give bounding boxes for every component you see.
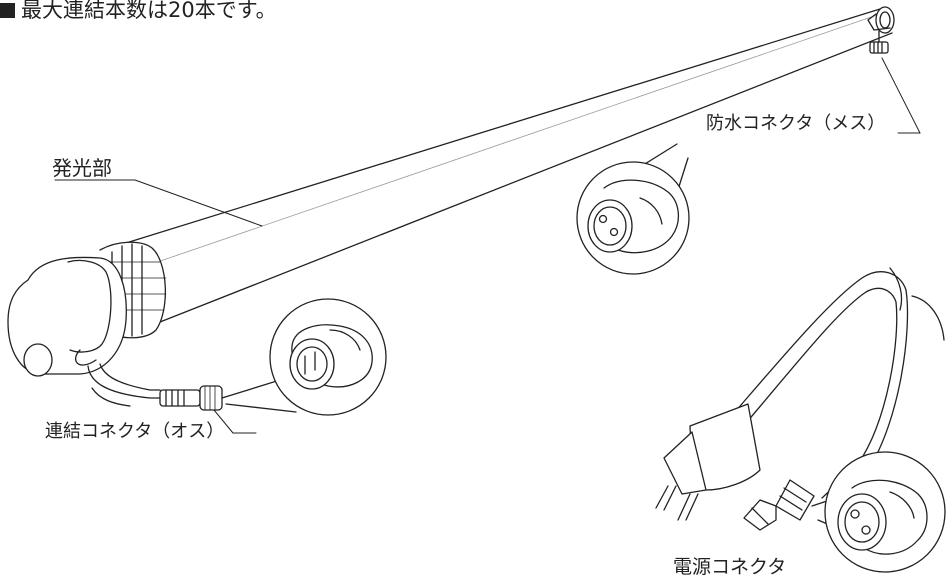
power-connector-callout [811, 451, 946, 573]
power-connector-small [743, 479, 815, 531]
power-connector-label: 電源コネクタ [673, 556, 787, 578]
tube-top-edge [109, 8, 881, 249]
emitter-leader [134, 179, 263, 227]
male-connector-small [159, 385, 223, 411]
emitter-label: 発光部 [52, 156, 112, 180]
male-connector-label: 連結コネクタ（オス） [45, 421, 225, 442]
male-cord-upper [87, 365, 161, 399]
power-cable [655, 267, 945, 531]
header-note-text: 最大連結本数は20本です。 [21, 0, 277, 22]
end-cap-boss [67, 259, 112, 353]
led-tube [109, 6, 895, 323]
tube-end-bracket [867, 13, 891, 31]
male-cord-loop [91, 387, 131, 407]
power-cord-twist [889, 267, 903, 311]
power-cord-outer [727, 271, 909, 506]
power-cord-tail [911, 295, 945, 341]
plug-prong-2 [677, 493, 691, 521]
bullet-square-icon [0, 3, 15, 18]
tube-bottom-edge [159, 32, 893, 323]
end-cap-hole [23, 343, 53, 377]
female-leader [881, 57, 921, 134]
female-connector-label: 防水コネクタ（メス） [706, 113, 886, 134]
tube-end-left [7, 241, 167, 407]
tube-end-cap [875, 6, 895, 34]
end-cap-tab [75, 349, 97, 366]
male-cord-lower [99, 363, 161, 391]
header-note: 最大連結本数は20本です。 [0, 0, 277, 21]
male-leader [213, 409, 234, 434]
male-connector-callout [221, 298, 387, 416]
plug-prong-1 [655, 485, 669, 509]
power-cord-inner [739, 287, 898, 499]
female-connector-callout [576, 143, 690, 275]
tube-highlight [139, 13, 881, 269]
female-connector-small [869, 29, 889, 54]
power-plug-face [663, 431, 707, 495]
leader-lines [54, 57, 921, 434]
